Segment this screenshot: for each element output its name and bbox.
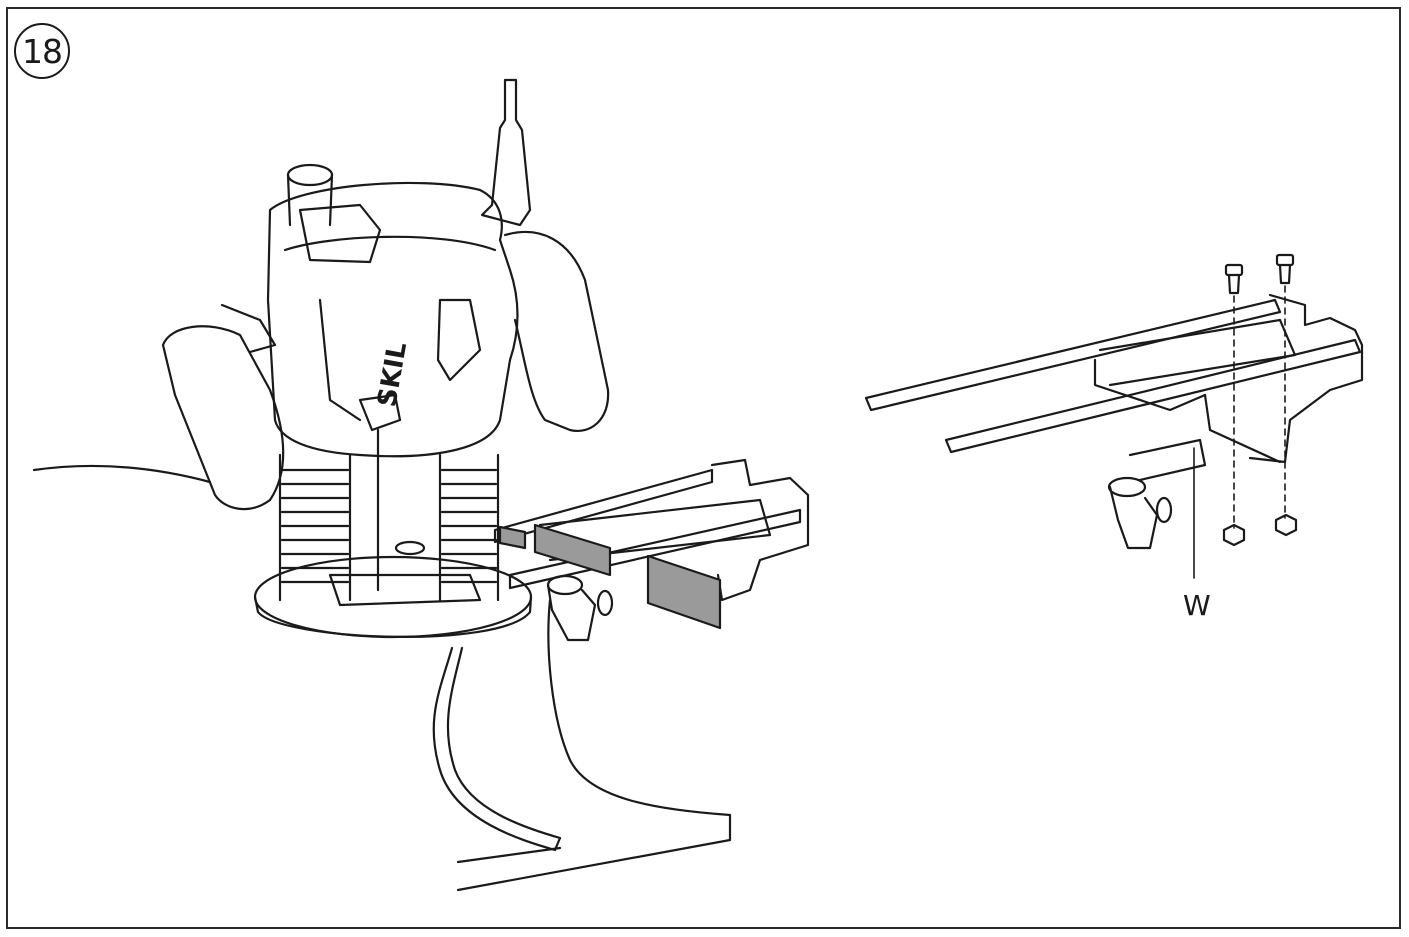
figure-frame (6, 7, 1401, 929)
power-cord (32, 464, 212, 484)
parallel-guide-detached (864, 293, 1364, 550)
step-number-badge: 18 (14, 23, 70, 79)
router-tool (161, 78, 610, 639)
parallel-guide-attached (493, 458, 810, 642)
step-number: 18 (22, 31, 63, 71)
workpiece-edge (432, 598, 732, 892)
nut-icon (1222, 513, 1298, 547)
part-label-w: W (1183, 589, 1211, 622)
brand-mark: SKIL (372, 340, 413, 409)
screw-icon (1224, 253, 1295, 295)
